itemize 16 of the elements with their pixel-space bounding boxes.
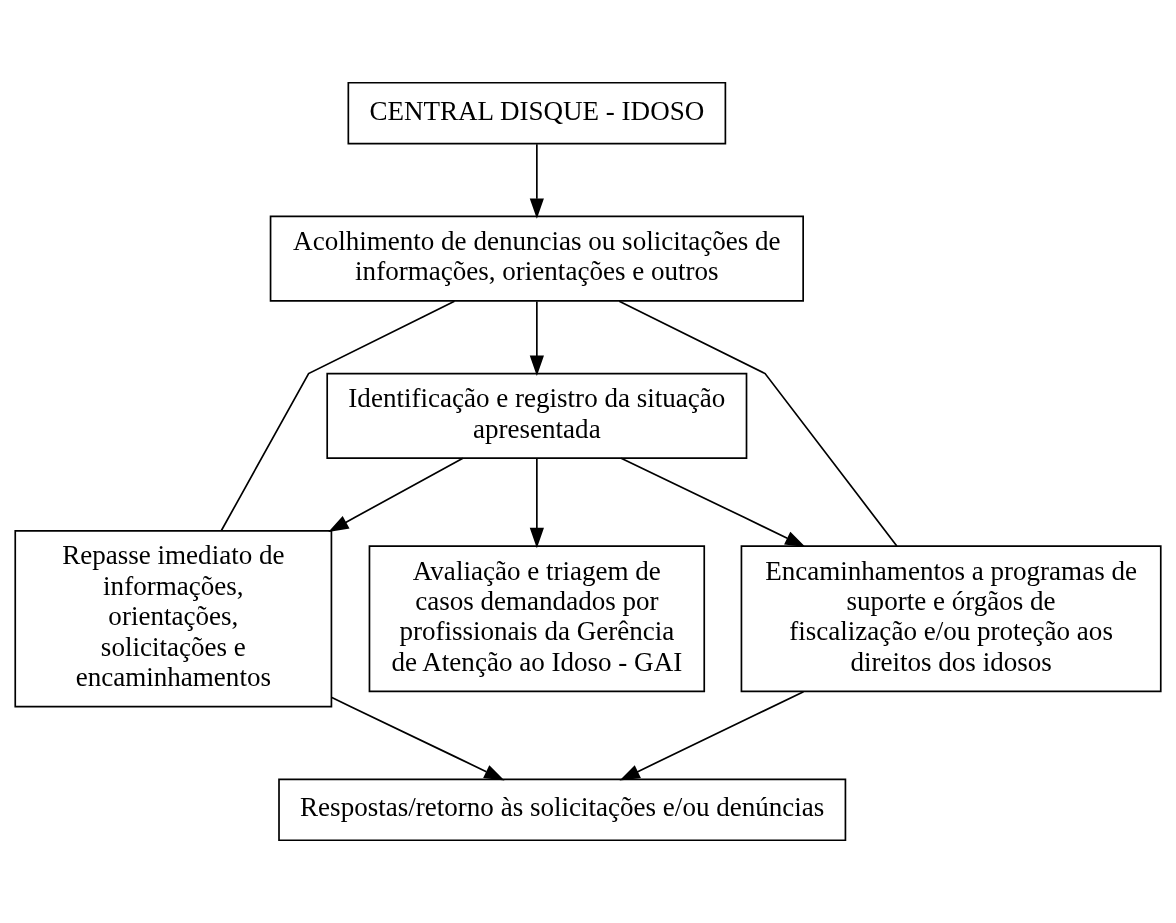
node-box: Repasse imediato de informações, orientações, solicitações e encaminhamentos [14, 529, 333, 708]
node-box: CENTRAL DISQUE - IDOSO [347, 81, 727, 145]
arrow [529, 300, 544, 376]
node-box: Acolhimento de denuncias ou solicitações de informações, orientações e outros [269, 215, 804, 302]
connector [618, 300, 898, 547]
node-box: Avaliação e triagem de casos demandados por profissionais da Gerência de Atenção ao Idoso - GAI [368, 545, 706, 693]
arrow [529, 143, 544, 219]
node-box: Respostas/retorno às solicitações e/ou denúncias [278, 778, 847, 842]
arrow [529, 457, 544, 549]
arrow [620, 457, 806, 547]
arrow [619, 690, 805, 781]
arrow [331, 696, 505, 781]
arrow [328, 457, 464, 533]
node-box: Identificação e registro da situação apresentada [326, 372, 748, 459]
node-box: Encaminhamentos a programas de suporte e órgãos de fiscalização e/ou proteção aos direitos dos idosos [740, 545, 1162, 693]
connector [220, 300, 456, 532]
